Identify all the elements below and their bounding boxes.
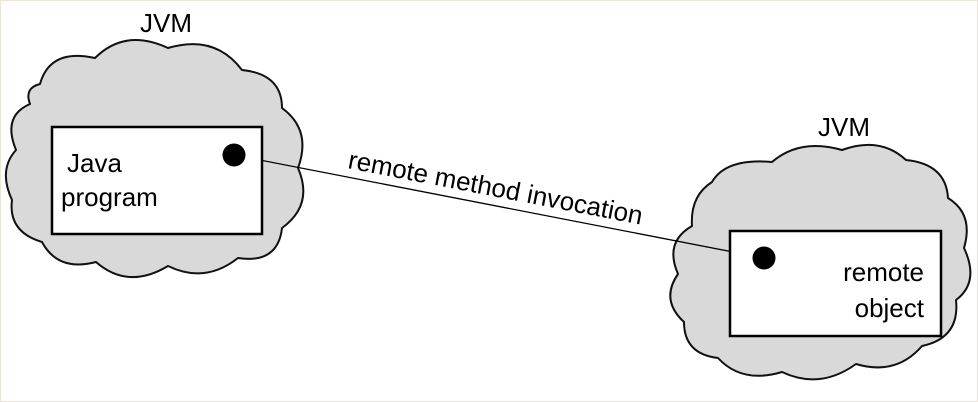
client-stub-dot bbox=[222, 143, 246, 167]
remote-object-dot bbox=[752, 246, 776, 270]
java-program-box bbox=[50, 125, 264, 236]
java-program-label-line1: Java bbox=[67, 148, 122, 178]
rmi-connection-label: remote method invocation bbox=[346, 144, 645, 230]
right-jvm-title: JVM bbox=[818, 112, 870, 142]
remote-object-label-line1: remote bbox=[843, 257, 924, 287]
java-program-label-line2: program bbox=[61, 182, 158, 212]
rmi-connection-line bbox=[233, 154, 765, 259]
remote-object-label-line2: object bbox=[855, 293, 925, 323]
left-jvm-title: JVM bbox=[140, 8, 192, 38]
